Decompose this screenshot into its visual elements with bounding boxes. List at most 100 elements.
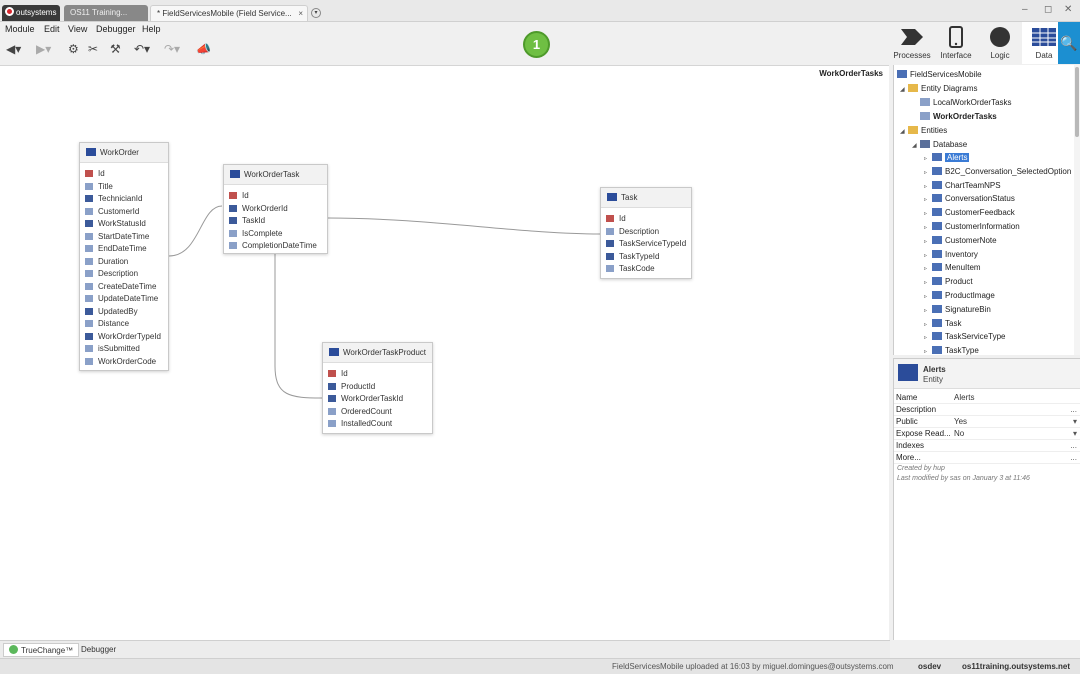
- entity-attribute[interactable]: CustomerId: [85, 206, 168, 219]
- tree-entity-item[interactable]: ▹MenuItem: [924, 263, 981, 272]
- environment-tab[interactable]: OS11 Training...: [64, 5, 148, 21]
- tree-entity-diagrams[interactable]: ◢Entity Diagrams: [900, 84, 978, 93]
- tree-entity-item[interactable]: ▹ProductImage: [924, 291, 995, 300]
- entity-attribute[interactable]: IsComplete: [229, 228, 327, 241]
- tree-diagram-workordertasks[interactable]: WorkOrderTasks: [920, 112, 997, 121]
- search-button[interactable]: 🔍: [1058, 22, 1080, 64]
- entity-attribute[interactable]: TaskCode: [606, 263, 691, 276]
- tree-root[interactable]: FieldServicesMobile: [897, 70, 982, 79]
- expand-arrow-icon[interactable]: ▹: [924, 225, 928, 231]
- tree-scrollbar[interactable]: [1074, 65, 1080, 355]
- menu-edit[interactable]: Edit: [44, 24, 60, 34]
- menu-view[interactable]: View: [68, 24, 88, 34]
- tree-entity-item[interactable]: ▹Product: [924, 277, 973, 286]
- tab-processes[interactable]: Processes: [890, 22, 934, 64]
- entity-attribute[interactable]: WorkOrderId: [229, 203, 327, 216]
- undo-icon[interactable]: ↶▾: [134, 42, 151, 56]
- entity-attribute[interactable]: Id: [229, 190, 327, 203]
- publish-button[interactable]: 1: [523, 31, 550, 58]
- entity-attribute[interactable]: Id: [606, 213, 691, 226]
- expand-arrow-icon[interactable]: ▹: [924, 335, 928, 342]
- announce-icon[interactable]: 📣: [196, 42, 211, 56]
- tab-logic[interactable]: Logic: [978, 22, 1022, 64]
- property-value[interactable]: Yes: [954, 417, 968, 426]
- entity-attribute[interactable]: isSubmitted: [85, 343, 168, 356]
- minimize-icon[interactable]: –: [1022, 4, 1028, 15]
- expand-arrow-icon[interactable]: ▹: [924, 266, 928, 273]
- property-row[interactable]: More......: [894, 452, 1080, 464]
- property-button[interactable]: ...: [1070, 453, 1077, 462]
- property-row[interactable]: Expose Read...No▾: [894, 428, 1080, 440]
- settings-icon[interactable]: ⚙: [68, 42, 79, 56]
- property-row[interactable]: Description...: [894, 404, 1080, 416]
- entity-attribute[interactable]: UpdatedBy: [85, 306, 168, 319]
- expand-arrow-icon[interactable]: ▹: [924, 238, 928, 245]
- entity-attribute[interactable]: Id: [328, 368, 432, 381]
- expand-arrow-icon[interactable]: ▹: [924, 211, 928, 218]
- entity-attribute[interactable]: TaskId: [229, 215, 327, 228]
- tree-entities[interactable]: ◢Entities: [900, 126, 948, 135]
- entity-attribute[interactable]: CreateDateTime: [85, 281, 168, 294]
- tree-entity-item[interactable]: ▹CustomerInformation: [924, 222, 1020, 231]
- expand-arrow-icon[interactable]: ▹: [924, 294, 928, 300]
- entity-attribute[interactable]: TaskServiceTypeId: [606, 238, 691, 251]
- entity-attribute[interactable]: InstalledCount: [328, 418, 432, 431]
- expand-arrow-icon[interactable]: ▹: [924, 197, 928, 204]
- tree-scroll-thumb[interactable]: [1075, 67, 1079, 137]
- expand-arrow-icon[interactable]: ▹: [924, 252, 928, 259]
- tree-diagram-local[interactable]: LocalWorkOrderTasks: [920, 98, 1012, 107]
- tab-truechange[interactable]: TrueChange™: [3, 643, 80, 657]
- property-button[interactable]: ▾: [1072, 417, 1077, 426]
- forward-icon[interactable]: ▶▾: [36, 42, 52, 56]
- outsystems-logo-tab[interactable]: outsystems: [2, 5, 60, 21]
- property-value[interactable]: Alerts: [954, 393, 975, 402]
- expand-arrow-icon[interactable]: ▹: [924, 307, 928, 314]
- entity-attribute[interactable]: Description: [85, 268, 168, 281]
- back-icon[interactable]: ◀▾: [6, 42, 22, 56]
- tab-list-chevron-icon[interactable]: ▾: [311, 8, 321, 18]
- tree-entity-item[interactable]: ▹ChartTeamNPS: [924, 180, 1001, 190]
- entity-attribute[interactable]: UpdateDateTime: [85, 293, 168, 306]
- expand-arrow-icon[interactable]: ▹: [924, 183, 928, 190]
- tree-entity-item[interactable]: ▹CustomerNote: [924, 235, 997, 245]
- property-row[interactable]: Indexes...: [894, 440, 1080, 452]
- entity-attribute[interactable]: ProductId: [328, 381, 432, 394]
- menu-module[interactable]: Module: [5, 24, 35, 34]
- entity-attribute[interactable]: Title: [85, 181, 168, 194]
- expand-arrow-icon[interactable]: ▹: [924, 169, 928, 176]
- tab-debugger[interactable]: Debugger: [81, 645, 117, 654]
- expand-arrow-icon[interactable]: ▹: [924, 280, 928, 287]
- tree-entity-item[interactable]: ▹B2C_Conversation_SelectedOption: [924, 166, 1071, 176]
- tree-entity-item[interactable]: ▹Inventory: [924, 249, 978, 259]
- menu-debugger[interactable]: Debugger: [96, 24, 136, 34]
- tree-entity-item[interactable]: ▹Task: [924, 318, 961, 328]
- property-button[interactable]: ...: [1070, 405, 1077, 414]
- tree-entity-item[interactable]: ▹TaskType: [924, 346, 979, 355]
- entity-attribute[interactable]: StartDateTime: [85, 231, 168, 244]
- entity-attribute[interactable]: Duration: [85, 256, 168, 269]
- entity-attribute[interactable]: Description: [606, 226, 691, 239]
- entity-attribute[interactable]: CompletionDateTime: [229, 240, 327, 253]
- entity-attribute[interactable]: EndDateTime: [85, 243, 168, 256]
- tree-entity-item[interactable]: ▹TaskServiceType: [924, 332, 1005, 341]
- redo-icon[interactable]: ↷▾: [164, 42, 181, 56]
- property-button[interactable]: ...: [1070, 441, 1077, 450]
- tree-entity-item[interactable]: ▹Alerts: [924, 153, 970, 162]
- tree-entity-item[interactable]: ▹SignatureBin: [924, 304, 991, 314]
- refactor-icon[interactable]: ⚒: [110, 42, 121, 56]
- entity-attribute[interactable]: TaskTypeId: [606, 251, 691, 264]
- tree-entity-item[interactable]: ▹ConversationStatus: [924, 194, 1015, 203]
- property-button[interactable]: ▾: [1072, 429, 1077, 438]
- expand-arrow-icon[interactable]: ▹: [924, 349, 928, 355]
- entity-attribute[interactable]: Id: [85, 168, 168, 181]
- entity-attribute[interactable]: TechnicianId: [85, 193, 168, 206]
- entity-attribute[interactable]: OrderedCount: [328, 406, 432, 419]
- entity-attribute[interactable]: Distance: [85, 318, 168, 331]
